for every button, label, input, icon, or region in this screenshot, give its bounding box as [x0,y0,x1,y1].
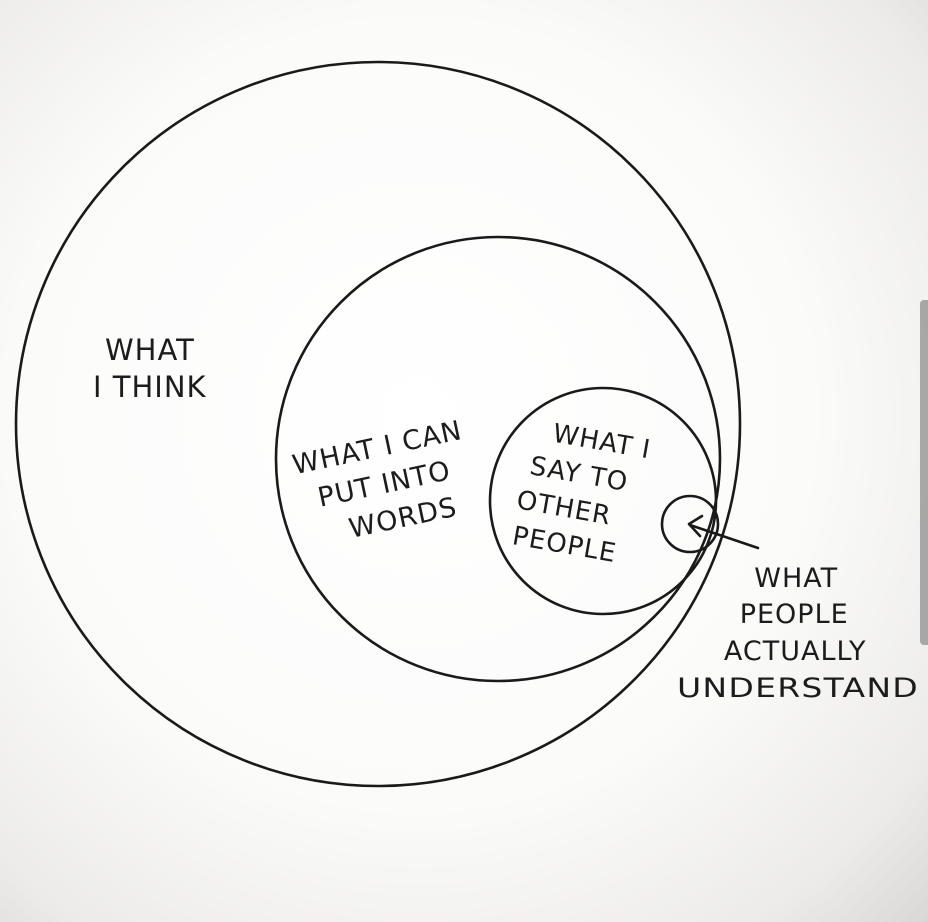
label-what-i-say-to-other-people: WHAT I SAY TO OTHER PEOPLE [508,415,662,574]
circle-what-people-actually-understand [660,494,720,554]
circle-what-i-say-to-other-people [488,386,718,616]
circle-what-i-can-put-into-words [274,235,722,683]
scroll-edge-tab[interactable] [920,300,928,645]
label-what-i-can-put-into-words: WHAT I CAN PUT INTO WORDS [290,413,490,554]
circle-what-i-think [14,60,742,788]
pointer-arrow [687,514,760,550]
label-what-people-actually-understand: WHAT PEOPLE ACTUALLY UNDERSTAND [677,563,919,704]
label-what-i-think: WHAT I THINK [93,333,207,404]
